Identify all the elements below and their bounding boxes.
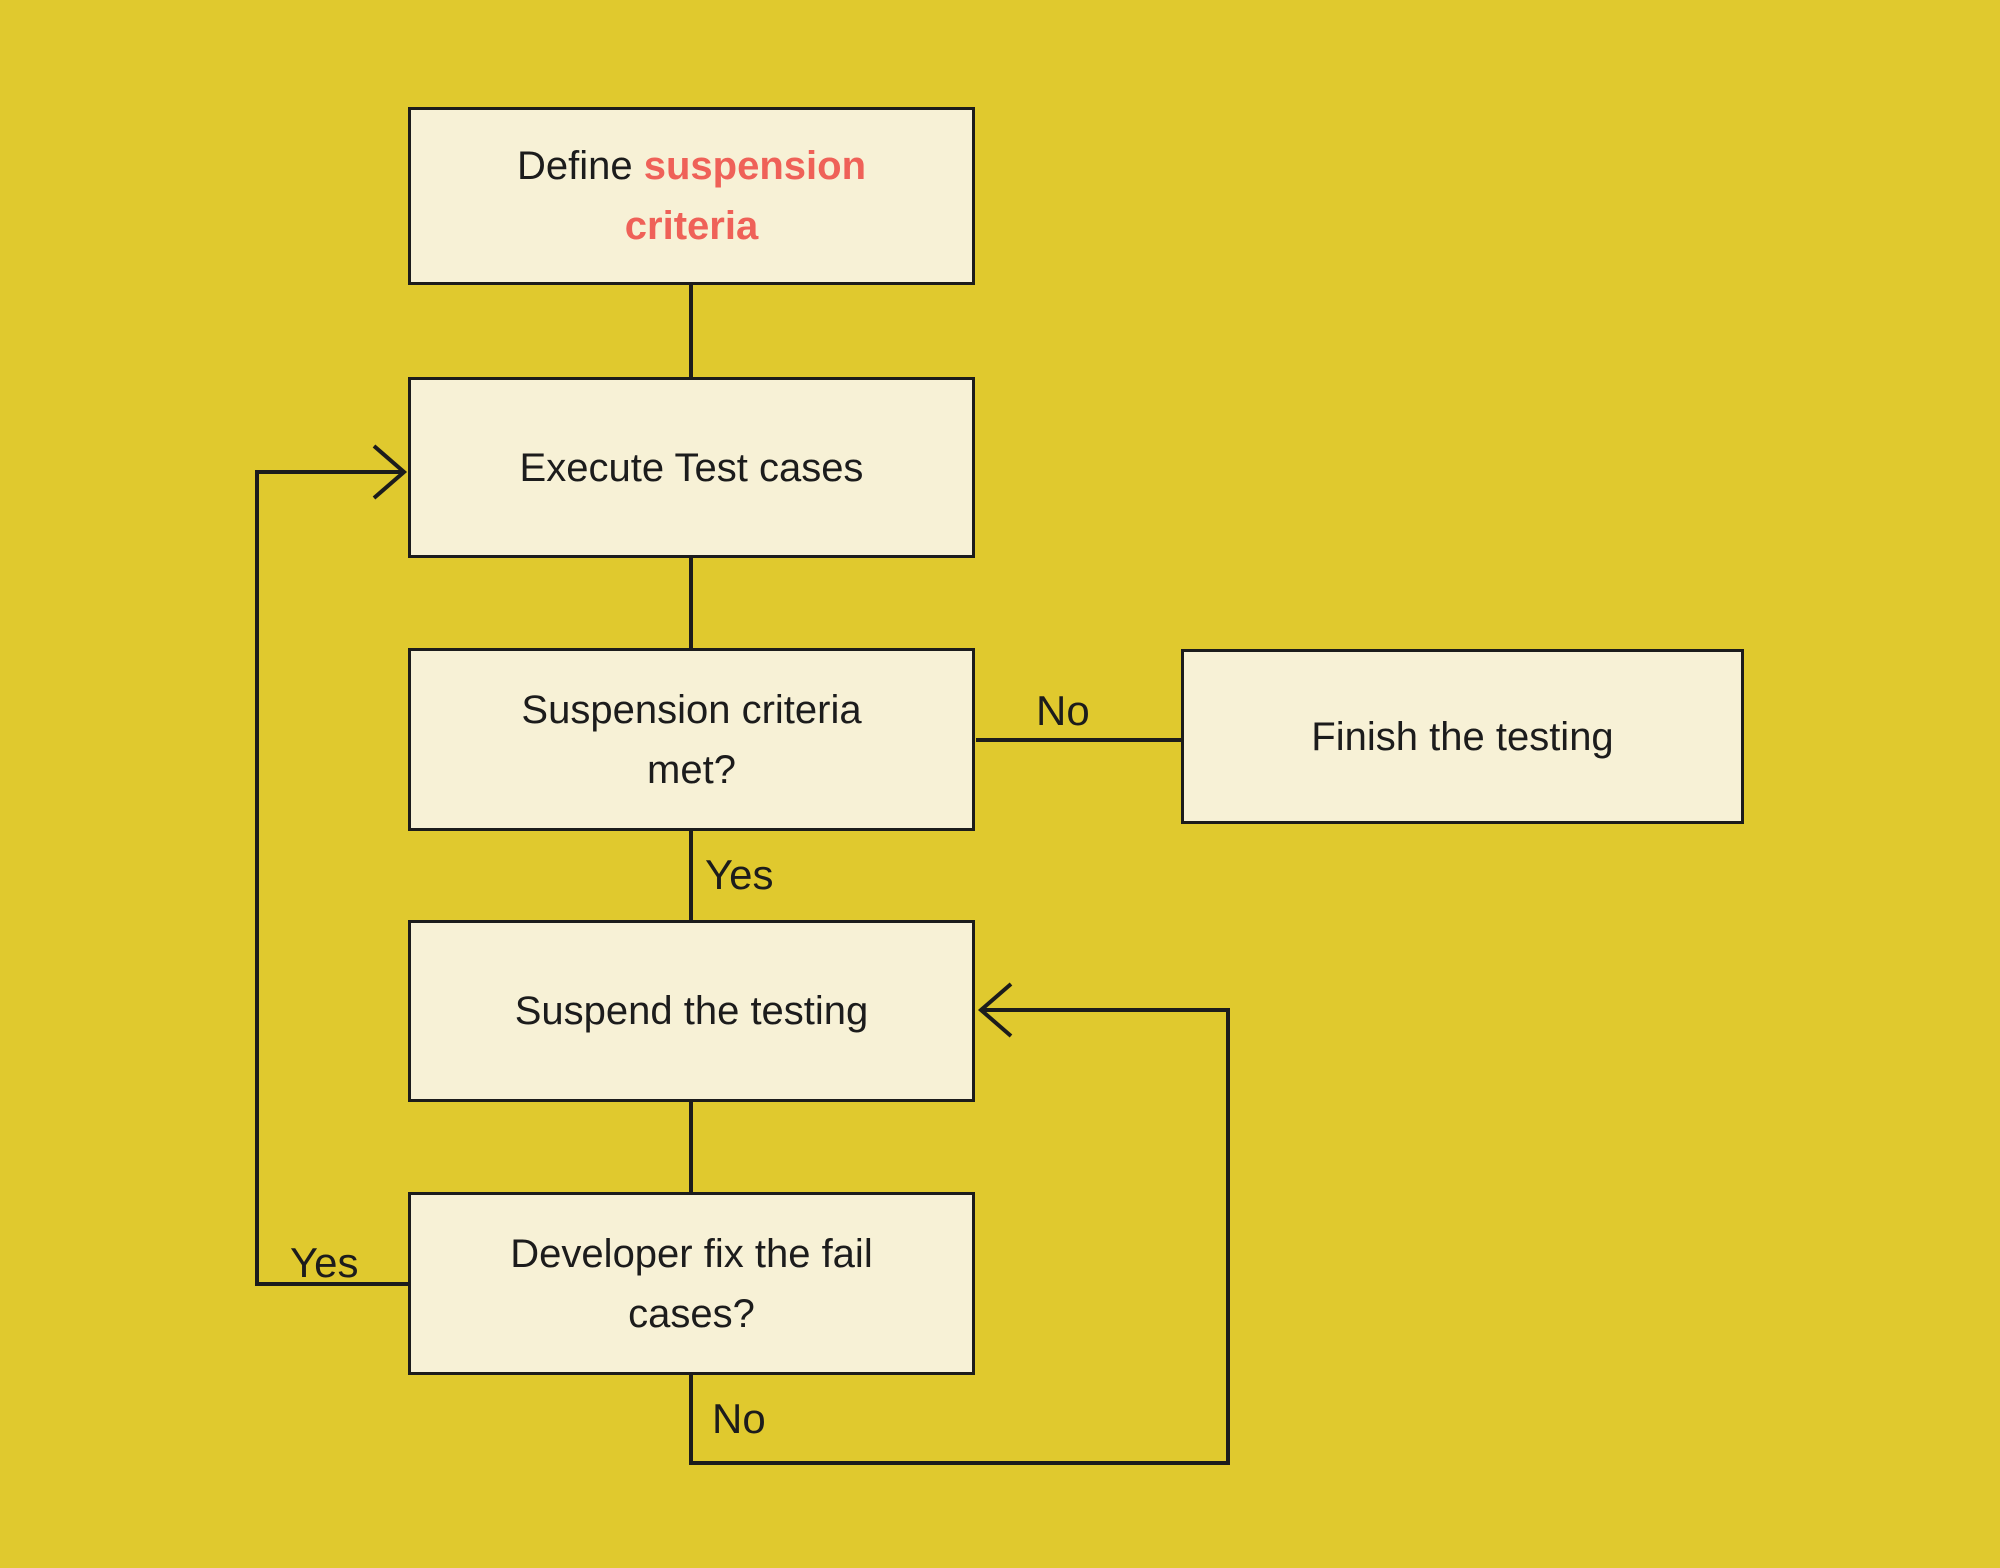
node-finish-label: Finish the testing xyxy=(1311,714,1614,759)
node-suspension-criteria-met: Suspension criteria met? xyxy=(408,648,975,831)
node-define-suspension-criteria: Define suspension criteria xyxy=(408,107,975,285)
node-execute-label: Execute Test cases xyxy=(519,445,864,490)
edge-label-no-to-suspend: No xyxy=(712,1395,766,1442)
node-developer-label: Developer fix the fail cases? xyxy=(510,1231,873,1336)
edge-label-yes-to-suspend: Yes xyxy=(705,851,774,898)
node-suspend-the-testing: Suspend the testing xyxy=(408,920,975,1102)
edge-developer-to-suspend xyxy=(689,1008,1230,1465)
node-define-text: Define suspension criteria xyxy=(492,136,892,256)
edge-label-yes-to-execute: Yes xyxy=(290,1239,359,1286)
node-developer-fix-fail-cases: Developer fix the fail cases? xyxy=(408,1192,975,1375)
define-prefix-text: Define xyxy=(516,144,633,188)
edge-developer-to-execute xyxy=(255,470,410,1286)
define-highlight-text: suspension criteria xyxy=(624,144,866,248)
node-execute-test-cases: Execute Test cases xyxy=(408,377,975,558)
arrowhead-into-suspend xyxy=(977,982,1013,1038)
arrowhead-into-execute xyxy=(372,444,408,500)
node-finish-the-testing: Finish the testing xyxy=(1181,649,1744,824)
edge-label-no-to-finish: No xyxy=(1036,687,1090,734)
node-suspend-label: Suspend the testing xyxy=(514,989,869,1033)
node-criteria-met-label: Suspension criteria met? xyxy=(521,687,862,792)
